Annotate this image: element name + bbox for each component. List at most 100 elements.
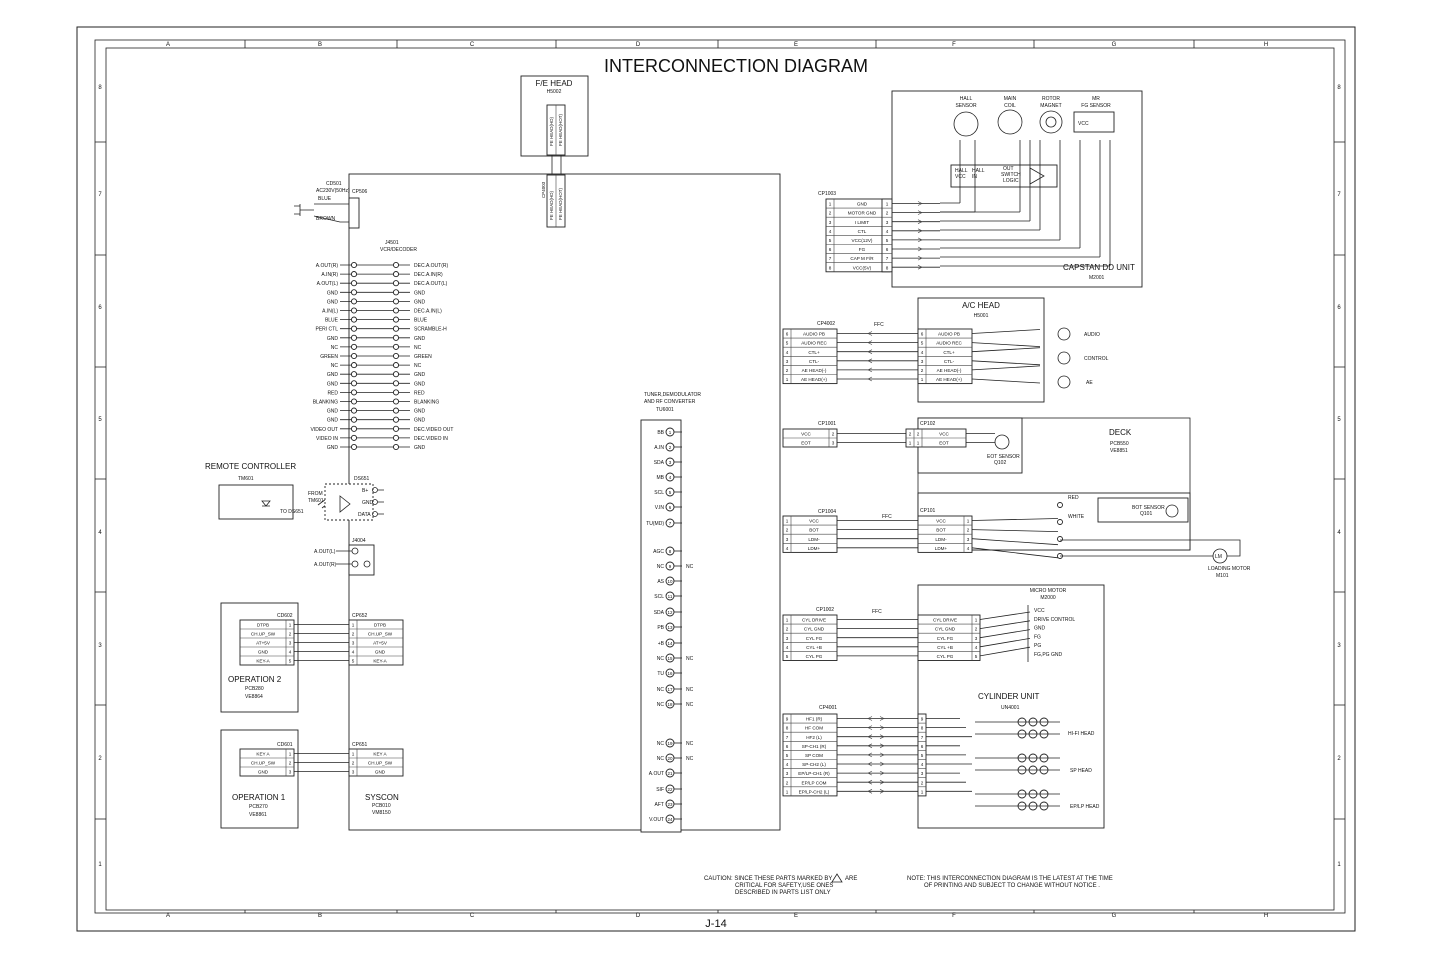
connector-cell: CTL+ <box>808 350 820 355</box>
svg-text:SWITCH: SWITCH <box>1001 172 1021 178</box>
j4501-right-pin: SCRAMBLE-H <box>414 327 447 333</box>
connector-cell: AE HEAD(+) <box>801 377 827 382</box>
svg-text:CP1004: CP1004 <box>818 509 836 515</box>
j4501-right-pin: GND <box>414 336 426 342</box>
svg-text:CD501: CD501 <box>326 181 342 187</box>
connector-cell: 1 <box>786 618 789 623</box>
micro-motor-pin: DRIVE CONTROL <box>1034 617 1075 623</box>
connector-cell: 7 <box>829 256 832 261</box>
connector-cell: AUDIO PB <box>938 332 960 337</box>
connector-cell: 4 <box>886 229 889 234</box>
connector-cell: 6 <box>786 744 789 749</box>
connector-cell: GND <box>857 202 868 207</box>
connector-cell: KEY A <box>373 751 387 756</box>
grid-col-label-bottom: A <box>166 913 170 919</box>
connector-cell: CYL GND <box>935 627 956 632</box>
j4501-right-pin: DEC.A.IN(L) <box>414 309 442 315</box>
connector-cell: 8 <box>829 265 832 270</box>
connector-cell: CTL- <box>809 359 820 364</box>
svg-text:TUNER,DEMODULATOR: TUNER,DEMODULATOR <box>644 392 701 398</box>
tuner-pin-label: SIF <box>656 787 664 793</box>
connector-cell: 4 <box>289 649 292 654</box>
connector-cell: KEY A <box>256 751 270 756</box>
svg-text:NOTE: THIS INTERCONNECTION DIA: NOTE: THIS INTERCONNECTION DIAGRAM IS TH… <box>907 876 1113 882</box>
grid-col-label-top: E <box>794 42 798 48</box>
connector-cell: CYL DRIVE <box>802 618 826 623</box>
connector-cell: GND <box>258 769 269 774</box>
svg-text:TO DS651: TO DS651 <box>280 509 304 515</box>
connector-cell: AE HEAD(-) <box>937 368 962 373</box>
connector-cell: LDM+ <box>935 546 948 551</box>
connector-cell: CYL +B <box>806 645 822 650</box>
connector-cell: 2 <box>917 431 920 436</box>
connector-cell: 2 <box>289 631 292 636</box>
tuner-pin-label: NC <box>657 564 665 570</box>
j4501-right-pin: GND <box>414 418 426 424</box>
j4501-right-pin: GND <box>414 445 426 451</box>
fe-head-ref: H5002 <box>547 89 562 95</box>
connector-cell: 3 <box>786 359 789 364</box>
connector-cell: 5 <box>829 238 832 243</box>
connector-cell: CH.UP_SW <box>368 760 393 765</box>
connector-cell: 2 <box>886 211 889 216</box>
svg-text:FROM: FROM <box>308 491 323 497</box>
micro-motor-pin: PG <box>1034 643 1041 649</box>
svg-text:FFC: FFC <box>882 514 892 520</box>
grid-col-label-bottom: F <box>952 913 956 919</box>
svg-text:AC230V(50Hz): AC230V(50Hz) <box>316 188 350 194</box>
tuner-pin-label: NC <box>657 656 665 662</box>
svg-text:M101: M101 <box>1216 573 1229 579</box>
svg-text:CP101: CP101 <box>920 508 936 514</box>
j4501-right-pin: GND <box>414 372 426 378</box>
svg-text:CP1002: CP1002 <box>816 607 834 613</box>
connector-cell: CH.UP_SW <box>368 631 393 636</box>
grid-row-label-left: 6 <box>98 305 102 311</box>
grid-row-label-left: 4 <box>98 530 102 536</box>
connector-cell: 1 <box>921 377 924 382</box>
connector-cell: 3 <box>886 220 889 225</box>
connector-cell: 3 <box>786 771 789 776</box>
j4501-right-pin: NC <box>414 345 422 351</box>
connector-cell: DTPB <box>374 622 386 627</box>
grid-row-label-right: 2 <box>1337 756 1341 762</box>
svg-text:VCC: VCC <box>955 174 966 180</box>
connector-cell: 5 <box>352 658 355 663</box>
tuner-pin-label-right: NC <box>686 702 694 708</box>
connector-cell: 4 <box>975 645 978 650</box>
svg-text:LOADING MOTOR: LOADING MOTOR <box>1208 566 1251 572</box>
svg-text:CP1003: CP1003 <box>818 191 836 197</box>
connector-cell: 3 <box>289 640 292 645</box>
connector-cell: 6 <box>921 744 924 749</box>
grid-row-label-right: 5 <box>1337 417 1341 423</box>
svg-text:TM601: TM601 <box>238 476 254 482</box>
connector-cell: 8 <box>921 726 924 731</box>
fe-head-title: F/E HEAD <box>536 79 573 88</box>
svg-text:Q101: Q101 <box>1140 511 1152 517</box>
connector-cell: 2 <box>352 760 355 765</box>
tuner-pin-label: V.OUT <box>649 817 664 823</box>
connector-cell: 1 <box>289 622 292 627</box>
tuner-pin-number: 14 <box>667 641 673 646</box>
tuner-pin-label: MB <box>657 475 665 481</box>
connector-cell: 3 <box>352 769 355 774</box>
connector-cell: EP/LP COM <box>802 780 827 785</box>
svg-text:UN4001: UN4001 <box>1001 705 1020 711</box>
tuner-pin-label: TU <box>657 671 664 677</box>
svg-text:EOT SENSOR: EOT SENSOR <box>987 454 1020 460</box>
connector-cell: FG <box>859 247 866 252</box>
tuner-pin-label: A.OUT <box>649 771 664 777</box>
connector-cell: KEY-A <box>256 658 270 663</box>
connector-cell: 4 <box>967 546 970 551</box>
connector-cell: AUDIO REC <box>801 341 827 346</box>
connector-cell: 1 <box>829 202 832 207</box>
svg-text:TM601: TM601 <box>308 498 324 504</box>
grid-col-label-bottom: B <box>318 913 322 919</box>
svg-text:PCB280: PCB280 <box>245 686 264 692</box>
tuner-pin-label: TU(MD) <box>646 521 664 527</box>
svg-text:HALL: HALL <box>972 168 985 174</box>
tuner-pin-label: NC <box>657 741 665 747</box>
grid-row-label-left: 7 <box>98 192 102 198</box>
